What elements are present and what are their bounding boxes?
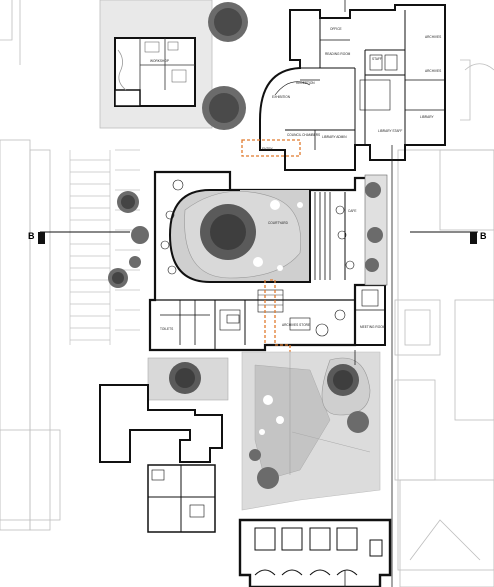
room-label-archives-store: ARCHIVES STORE [282,323,310,327]
section-marker-left: B [28,231,130,244]
historic-building [238,518,392,587]
building-south-west [99,384,223,533]
section-label-right: B [480,231,487,241]
parking-stalls [69,149,140,345]
trees-top [202,2,248,130]
lot-right-edge [460,59,471,121]
lot-right-strip [397,149,494,571]
lot-bottom-right [399,479,494,587]
room-label-council-chambers: COUNCIL CHAMBERS [287,133,320,137]
section-marker-right: B [410,231,487,244]
lot-left-strip [0,139,31,531]
lot-right-block [439,149,494,231]
room-label-office: OFFICE [330,27,342,31]
tree-icon [131,226,149,244]
room-label-reading-room: READING ROOM [325,52,351,56]
tree-icon [365,182,381,198]
room-label-archives: ARCHIVES [425,35,441,39]
tree-icon [257,467,279,489]
lot-edge [0,0,13,41]
room-label-library: LIBRARY [420,115,434,119]
tree-icon [129,256,141,268]
room-label-exhibition: EXHIBITION [272,95,291,99]
parking-island [147,357,229,401]
room-label-entry: ENTRY [262,147,274,151]
room-labels: ARCHIVES ARCHIVES RECEPTION EXHIBITION C… [150,27,441,331]
roof-bottom-right [409,519,481,561]
lot-right-square [394,299,441,356]
room-label-staff: STAFF [372,57,382,61]
tree-icon [367,227,383,243]
lot-bottom-left [0,429,61,521]
room-label-reception: RECEPTION [296,81,315,85]
lot-right-square-inner [404,309,431,346]
house-walls [114,37,196,107]
lot-right-tall [454,299,494,421]
lot-left-strip-2 [29,149,51,531]
tree-icon [365,258,379,272]
room-label-library-admin: LIBRARY ADMIN [322,135,347,139]
boundary-lines [344,0,393,587]
room-label-meeting-room: MEETING ROOM [360,325,386,329]
room-label-cafe: CAFE [348,209,357,213]
lot-right-lower [394,379,436,481]
room-label-library-staff: LIBRARY STAFF [378,129,402,133]
room-label-workshop: WORKSHOP [150,59,169,63]
tree-icon [347,411,369,433]
room-label-archives-2: ARCHIVES [425,69,441,73]
lot-curve-right [464,63,494,71]
tree-icon [249,449,261,461]
section-label-left: B [28,231,35,241]
house-top-left [114,37,196,107]
trees-side [108,182,383,288]
circulation-routes [241,139,301,355]
south-plaza [241,351,381,511]
room-label-toilets: TOILETS [160,327,173,331]
courtyard-planting [184,190,303,279]
room-label-courtyard: COURTYARD [268,221,289,225]
